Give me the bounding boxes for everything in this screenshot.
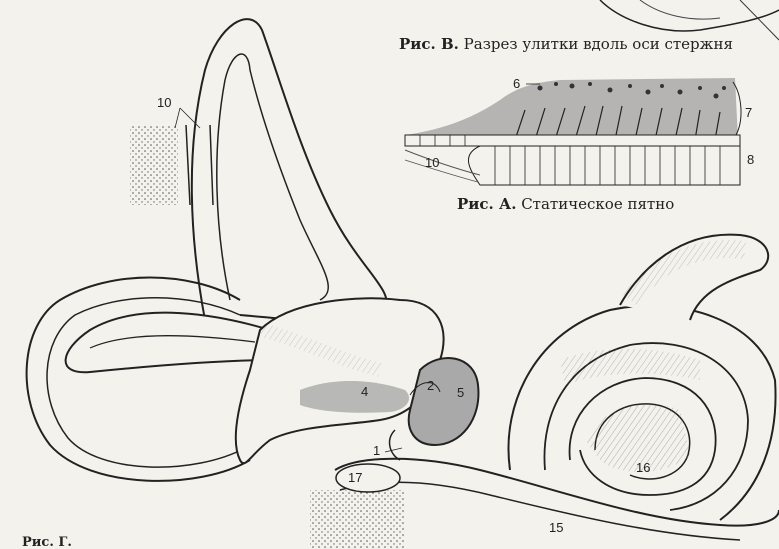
caption-fig-g: Рис. Г. <box>22 535 72 549</box>
caption-fig-b-prefix: Рис. В. <box>399 35 459 53</box>
caption-fig-g-prefix: Рис. Г. <box>22 535 72 549</box>
utricle <box>236 298 444 463</box>
cochlea <box>508 235 775 520</box>
label-10-canal: 10 <box>157 95 171 110</box>
macula-diagram <box>405 78 741 185</box>
caption-fig-a: Рис. А. Статическое пятно <box>457 195 674 213</box>
label-10-macula: 10 <box>425 155 439 170</box>
caption-fig-b: Рис. В. Разрез улитки вдоль оси стержня <box>399 35 733 53</box>
label-4: 4 <box>361 384 368 399</box>
label-6: 6 <box>513 76 520 91</box>
lateral-semicircular-canal <box>66 313 275 373</box>
label-5: 5 <box>457 385 464 400</box>
label-16: 16 <box>636 460 650 475</box>
label-2: 2 <box>427 378 434 393</box>
anterior-semicircular-canal <box>192 19 387 322</box>
saccule <box>409 358 479 445</box>
caption-fig-b-text: Разрез улитки вдоль оси стержня <box>464 35 733 53</box>
bone-stipple-bottom <box>310 490 405 549</box>
label-8: 8 <box>747 152 754 167</box>
label-1: 1 <box>373 443 380 458</box>
caption-fig-a-prefix: Рис. А. <box>457 195 516 213</box>
caption-fig-a-text: Статическое пятно <box>521 195 674 213</box>
bone-stipple-left <box>130 125 178 205</box>
cochlea-section-fragment <box>600 0 779 40</box>
label-15: 15 <box>549 520 563 535</box>
label-7: 7 <box>745 105 752 120</box>
label-17: 17 <box>348 470 362 485</box>
helicotrema-17 <box>336 464 400 492</box>
